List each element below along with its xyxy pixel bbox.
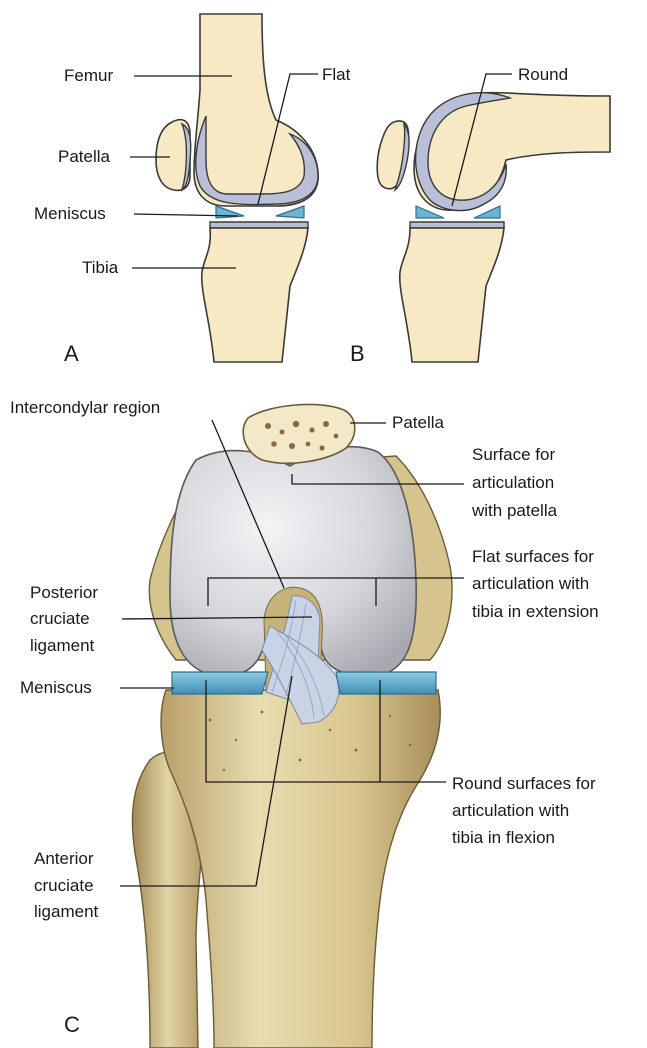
panel-b-labels: Round B	[350, 65, 568, 366]
panel-c-patella	[242, 403, 356, 465]
label-flat-surfaces: Flat surfaces for articulation with tibi…	[472, 547, 599, 621]
label-surface-patella-line3: with patella	[471, 501, 558, 520]
label-anterior-cruciate-line3: ligament	[34, 902, 99, 921]
panel-letter-c: C	[64, 1012, 80, 1037]
panel-a-tibia	[200, 227, 309, 363]
label-meniscus-c: Meniscus	[20, 678, 92, 697]
leader-meniscus-a	[133, 213, 239, 217]
panel-a	[155, 13, 319, 363]
label-flat-surfaces-line1: Flat surfaces for	[472, 547, 594, 566]
label-flat-surfaces-line3: tibia in extension	[472, 602, 599, 621]
leader-flat	[257, 73, 318, 205]
panel-a-patella	[155, 118, 191, 192]
label-meniscus-a: Meniscus	[34, 204, 106, 223]
label-anterior-cruciate-line2: cruciate	[34, 876, 94, 895]
leader-posterior-cruciate	[121, 616, 313, 620]
panel-a-patellar-cartilage	[180, 122, 192, 192]
leader-surface-patella	[291, 474, 464, 485]
panel-letter-a: A	[64, 341, 79, 366]
panel-c-labels: Intercondylar region Patella Surface for…	[10, 398, 600, 1037]
leader-round-surfaces	[205, 680, 446, 783]
label-round-surfaces-line2: articulation with	[452, 801, 569, 820]
panel-c-patella-trabecular	[265, 420, 339, 451]
label-posterior-cruciate-line3: ligament	[30, 636, 95, 655]
label-anterior-cruciate-line1: Anterior	[34, 849, 94, 868]
leader-intercondylar-region	[211, 419, 285, 589]
panel-b-tibia	[398, 227, 505, 363]
panel-c-cruciate-ligaments	[261, 595, 340, 725]
panel-a-meniscus-left	[215, 205, 245, 219]
leader-anterior-cruciate	[120, 675, 293, 887]
panel-a-meniscus-right	[275, 205, 305, 219]
label-surface-patella-line1: Surface for	[472, 445, 555, 464]
panel-a-labels: Femur Flat Patella Meniscus Tibia A	[34, 65, 351, 366]
panel-a-femur	[193, 13, 319, 207]
panel-letter-b: B	[350, 341, 365, 366]
label-posterior-cruciate: Posterior cruciate ligament	[30, 583, 103, 655]
panel-c-tibia-texture	[208, 710, 412, 772]
label-posterior-cruciate-line1: Posterior	[30, 583, 98, 602]
panel-a-tibial-cartilage	[209, 221, 309, 229]
label-posterior-cruciate-line2: cruciate	[30, 609, 90, 628]
panel-c-tibia	[160, 689, 441, 1048]
label-round-surfaces-line1: Round surfaces for	[452, 774, 596, 793]
panel-c	[131, 403, 453, 1048]
panel-b-meniscus-right	[473, 205, 501, 219]
leader-round	[451, 73, 512, 207]
label-round: Round	[518, 65, 568, 84]
panel-b-meniscus-left	[415, 205, 445, 219]
panel-a-femoral-cartilage	[195, 115, 319, 206]
label-anterior-cruciate: Anterior cruciate ligament	[34, 849, 99, 921]
panel-c-anterior-cruciate	[261, 625, 340, 725]
panel-c-meniscus-right	[335, 671, 437, 695]
label-surface-patella: Surface for articulation with patella	[471, 445, 560, 520]
label-intercondylar-region: Intercondylar region	[10, 398, 160, 417]
label-patella-c: Patella	[392, 413, 445, 432]
panel-b-patellar-cartilage	[393, 121, 410, 193]
panel-c-meniscus-left	[171, 671, 269, 695]
panel-b-femoral-cartilage	[414, 91, 513, 212]
panel-b-tibial-cartilage	[409, 221, 505, 229]
panel-b	[376, 91, 611, 363]
label-femur: Femur	[64, 66, 113, 85]
label-surface-patella-line2: articulation	[472, 473, 554, 492]
leader-flat-surfaces	[207, 577, 464, 606]
label-tibia: Tibia	[82, 258, 119, 277]
label-round-surfaces: Round surfaces for articulation with tib…	[452, 774, 600, 847]
label-patella-a: Patella	[58, 147, 111, 166]
label-flat: Flat	[322, 65, 351, 84]
label-round-surfaces-line3: tibia in flexion	[452, 828, 555, 847]
label-flat-surfaces-line2: articulation with	[472, 574, 589, 593]
